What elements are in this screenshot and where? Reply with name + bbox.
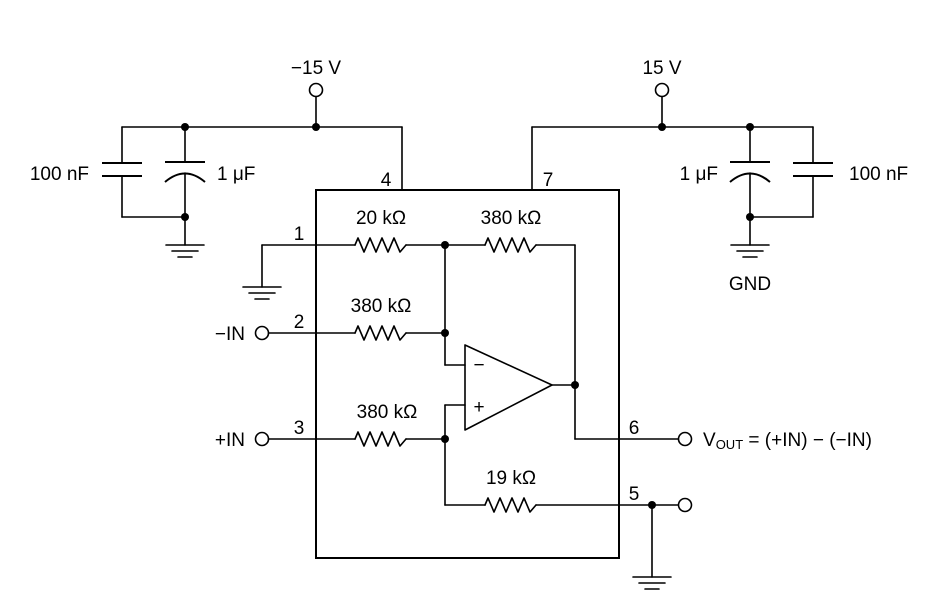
negative-supply-network	[102, 82, 403, 258]
pin-6-label: 6	[629, 418, 640, 439]
cap-100nf-neg-label: 100 nF	[30, 164, 89, 185]
vout-label: VOUT = (+IN) − (−IN)	[703, 430, 872, 452]
pin-7-label: 7	[543, 170, 554, 191]
resistor-19k	[484, 497, 537, 513]
negative-supply-terminal	[308, 82, 324, 98]
resistor-380k-noninverting-label: 380 kΩ	[357, 402, 418, 423]
ground-symbol	[242, 286, 282, 300]
negative-supply-label: −15 V	[291, 58, 342, 79]
ref-terminal[interactable]	[677, 497, 693, 513]
inverting-input-network	[254, 244, 466, 366]
resistor-20k-label: 20 kΩ	[356, 208, 406, 229]
pin-3-label: 3	[294, 418, 305, 439]
positive-supply-terminal	[654, 82, 670, 98]
resistor-20k	[354, 237, 407, 253]
pin-2-label: 2	[294, 312, 305, 333]
ground-symbol	[165, 244, 205, 258]
ic-package-outline	[315, 189, 620, 559]
pin-1-label: 1	[294, 224, 305, 245]
noninverting-input-network	[254, 404, 693, 590]
cap-1uf-neg-label: 1 μF	[217, 164, 255, 185]
pin1-network	[242, 237, 486, 300]
feedback-network	[484, 237, 679, 440]
resistor-19k-label: 19 kΩ	[486, 468, 536, 489]
cap-1uf-pos-label: 1 μF	[680, 164, 718, 185]
plus-in-label: +IN	[215, 430, 245, 451]
positive-supply-network	[531, 82, 833, 258]
junction-dot	[571, 381, 579, 389]
junction-dot	[441, 329, 449, 337]
plus-in-terminal[interactable]	[254, 431, 270, 447]
junction-dot	[312, 123, 320, 131]
junction-dot	[181, 213, 189, 221]
junction-dot	[658, 123, 666, 131]
resistor-380k-noninverting	[354, 431, 407, 447]
junction-dot	[441, 435, 449, 443]
cap-100nf-pos-label: 100 nF	[849, 164, 908, 185]
resistor-380k-inverting-label: 380 kΩ	[351, 296, 412, 317]
resistor-380k-feedback	[484, 237, 537, 253]
pin-4-label: 4	[381, 170, 392, 191]
opamp-inverting-sign: −	[473, 355, 484, 376]
minus-in-terminal[interactable]	[254, 325, 270, 341]
pin-5-label: 5	[629, 484, 640, 505]
vout-terminal[interactable]	[677, 431, 693, 447]
gnd-label: GND	[729, 274, 771, 295]
opamp-noninverting-sign: +	[473, 397, 484, 418]
ground-symbol	[632, 576, 672, 590]
resistor-380k-feedback-label: 380 kΩ	[481, 208, 542, 229]
opamp-triangle	[464, 344, 553, 431]
resistor-380k-inverting	[354, 325, 407, 341]
positive-supply-label: 15 V	[642, 58, 681, 79]
minus-in-label: −IN	[215, 324, 245, 345]
ground-symbol	[730, 244, 770, 258]
